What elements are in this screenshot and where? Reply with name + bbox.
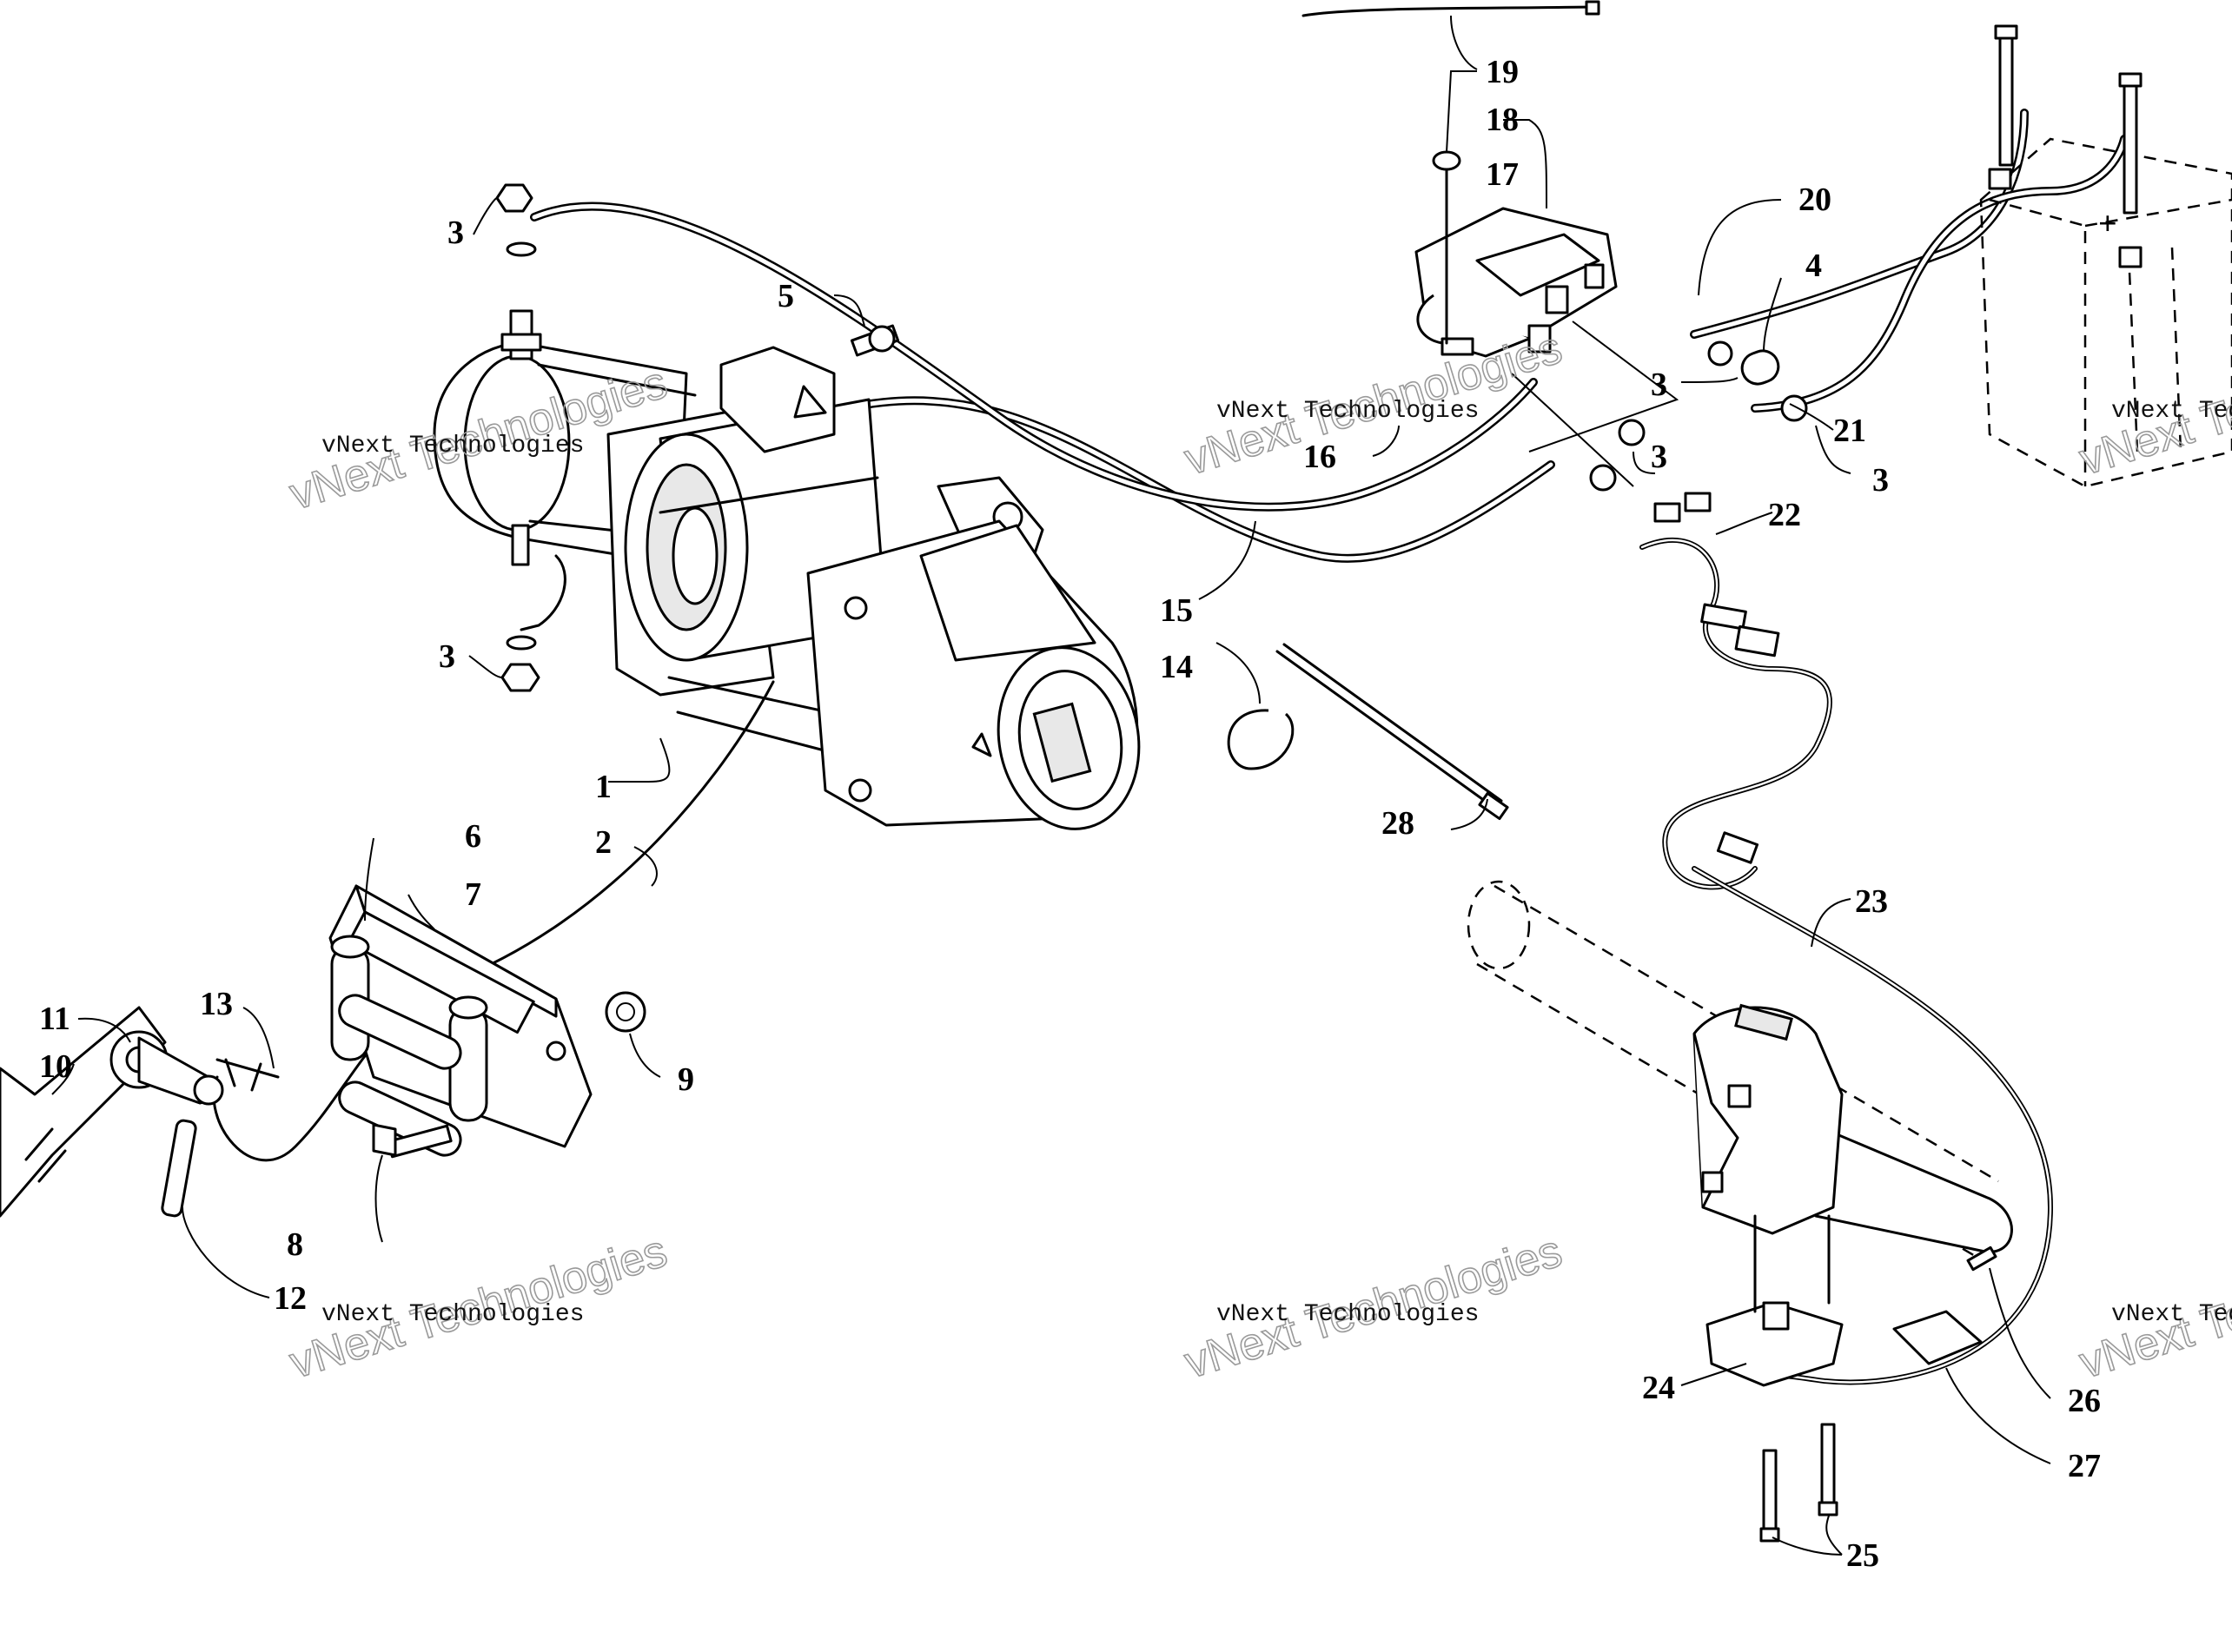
callout-26: 26	[2068, 1383, 2101, 1419]
cable-21	[1751, 135, 2129, 413]
callout-15: 15	[1160, 592, 1193, 629]
watermark: vNext Technologies vNext Technologies	[283, 1226, 673, 1390]
callout-27: 27	[2068, 1448, 2101, 1484]
bolt-5	[850, 324, 900, 357]
cable-20	[1690, 109, 2029, 339]
harness-22	[1639, 538, 1832, 890]
fairlead-bracket	[328, 884, 593, 1157]
callout-4: 4	[1805, 248, 1822, 284]
callout-28: 28	[1381, 805, 1414, 842]
tie-19	[1301, 0, 1600, 17]
callout-10: 10	[39, 1048, 72, 1085]
callout-6: 6	[465, 818, 481, 855]
callout-14: 14	[1160, 649, 1193, 685]
callout-12: 12	[274, 1280, 307, 1317]
callout-20: 20	[1798, 182, 1831, 218]
callout-25: 25	[1846, 1537, 1879, 1574]
callout-24: 24	[1642, 1370, 1675, 1406]
bolt-8	[372, 1123, 453, 1159]
switch-clamp-24	[1705, 1214, 1844, 1387]
watermark-small-text: vNext Technologies	[321, 433, 584, 459]
clamp-14	[1227, 709, 1295, 770]
watermark-small-text: vNext Technologies	[1216, 398, 1479, 425]
callout-5: 5	[778, 278, 794, 314]
callout-13: 13	[200, 986, 233, 1022]
watermark-small-text: vNext Technologies	[321, 1301, 584, 1328]
harness-23	[1692, 866, 2054, 1385]
nut-3-bottom	[500, 635, 540, 692]
nut-3-top	[495, 183, 537, 257]
watermark: vNext Technologies vNext Technologies	[1178, 1226, 1568, 1390]
callout-17: 17	[1486, 156, 1519, 193]
leader-lines	[51, 15, 2051, 1556]
callout-11: 11	[39, 1001, 70, 1037]
callout-1: 1	[595, 769, 612, 805]
bracket-27	[1892, 1310, 1983, 1365]
nut-9	[605, 991, 646, 1033]
boot-4	[1740, 349, 1780, 386]
screw-26	[1966, 1246, 1997, 1272]
callout-18: 18	[1486, 102, 1519, 138]
callout-23: 23	[1855, 883, 1888, 920]
callout-9: 9	[678, 1061, 694, 1098]
callout-2: 2	[595, 824, 612, 861]
callouts: 1 2 3 3 3 3 3 4 5 6 7 8 9 10 11 12 13 14…	[39, 54, 2101, 1574]
battery-positive-symbol: +	[2098, 206, 2117, 242]
callout-22: 22	[1768, 497, 1801, 533]
callout-8: 8	[287, 1226, 303, 1263]
nuts-3-solenoid	[1589, 340, 1808, 492]
callout-21: 21	[1833, 413, 1866, 449]
callout-3-a: 3	[447, 215, 464, 251]
callout-7: 7	[465, 876, 481, 913]
cable-16	[530, 202, 1538, 512]
watermark-small-text: vNext Technologies	[1216, 1301, 1479, 1328]
hook-and-strap	[0, 1006, 280, 1218]
callout-3-d: 3	[1651, 439, 1667, 475]
watermark-small-text: vNext Technologies	[2111, 1301, 2232, 1328]
callout-3-e: 3	[1872, 462, 1889, 499]
callout-3-c: 3	[1651, 367, 1667, 403]
watermark-small-text: vNext Technologies	[2111, 398, 2232, 425]
callout-19: 19	[1486, 54, 1519, 90]
callout-16: 16	[1303, 439, 1336, 475]
switch-housing	[1692, 1003, 1844, 1235]
tie-28	[1275, 643, 1509, 821]
winch-assembly	[433, 309, 1141, 830]
screws-25	[1759, 1423, 1838, 1543]
callout-3-b: 3	[439, 638, 455, 675]
battery: +	[1979, 24, 2232, 488]
solenoid-17	[1414, 150, 1618, 358]
harness-connectors	[1653, 492, 1780, 864]
watermark: vNext Technologies vNext Technologies	[2073, 1226, 2232, 1390]
watermark: vNext Technologies vNext Technologies	[2073, 322, 2232, 486]
